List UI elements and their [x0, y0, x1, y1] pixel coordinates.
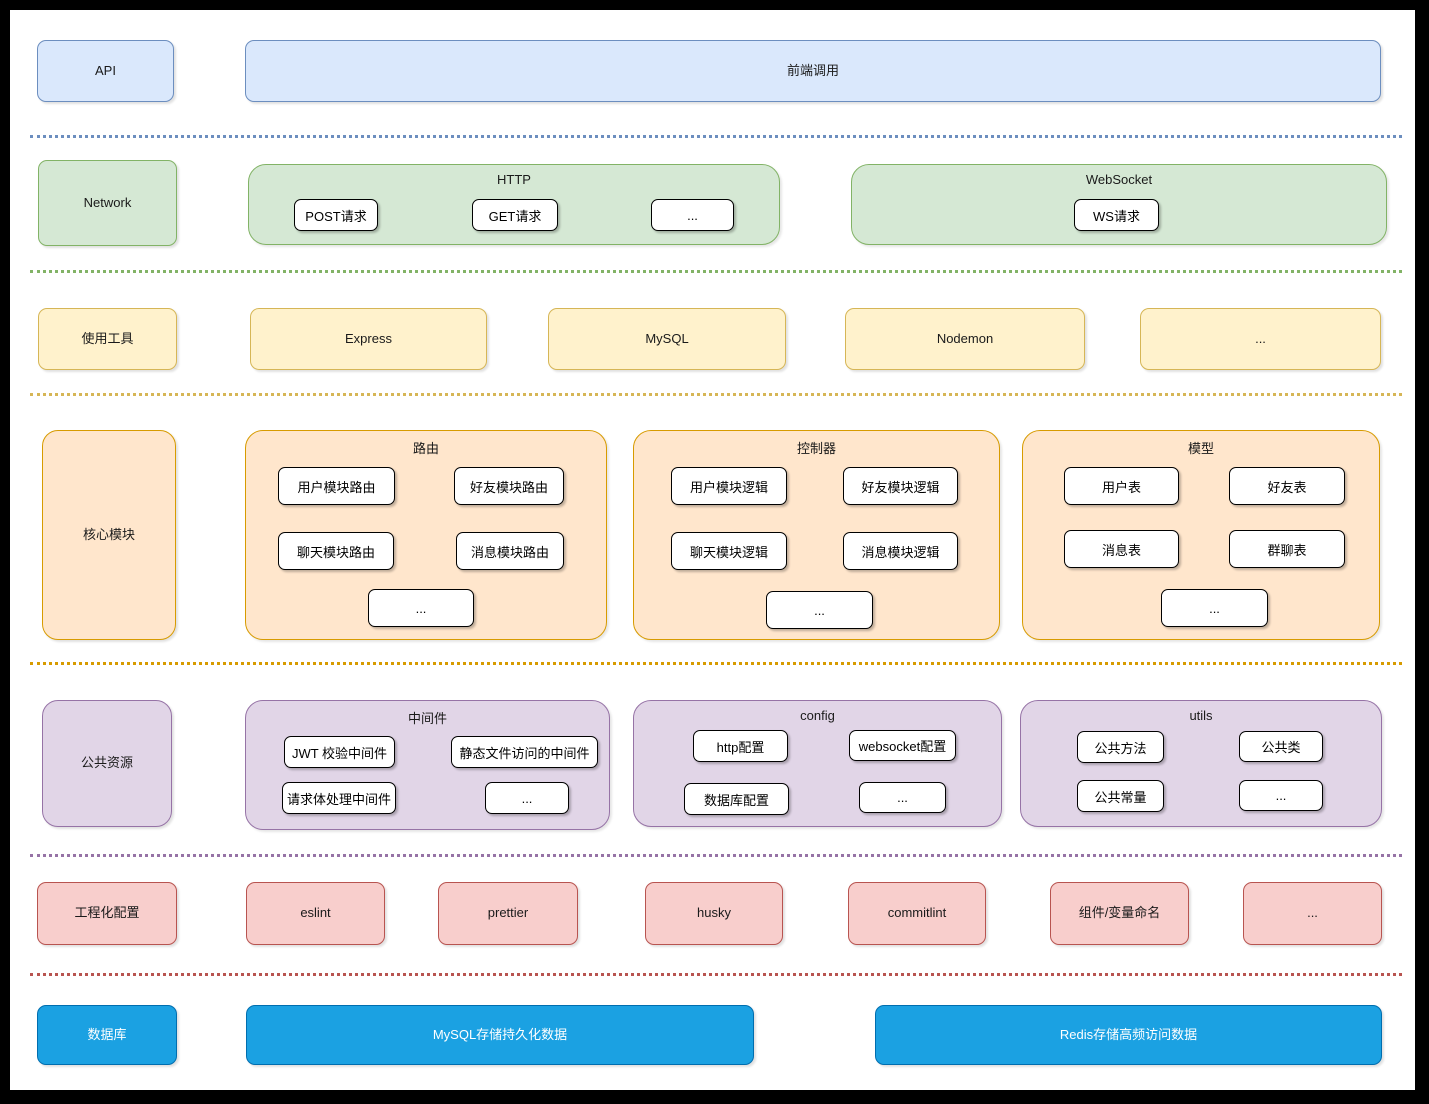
node-network: Network: [38, 160, 177, 246]
chip-user-route: 用户模块路由: [278, 467, 395, 505]
group-utils: utils 公共方法 公共类 公共常量 ...: [1020, 700, 1382, 827]
node-naming: 组件/变量命名: [1050, 882, 1189, 945]
group-routes-title: 路由: [412, 441, 439, 456]
node-api: API: [37, 40, 174, 102]
chip-chat-route: 聊天模块路由: [278, 532, 394, 570]
chip-get-request: GET请求: [472, 199, 558, 231]
group-websocket-title: WebSocket: [1085, 172, 1153, 187]
chip-models-more: ...: [1161, 589, 1268, 627]
group-middleware-title: 中间件: [407, 711, 447, 726]
chip-friend-logic: 好友模块逻辑: [843, 467, 958, 505]
group-utils-title: utils: [1189, 708, 1213, 723]
node-prettier: prettier: [438, 882, 578, 945]
chip-message-table: 消息表: [1064, 530, 1179, 568]
chip-user-table: 用户表: [1064, 467, 1179, 505]
node-redis-storage: Redis存储高频访问数据: [875, 1005, 1382, 1065]
chip-message-logic: 消息模块逻辑: [843, 532, 958, 570]
chip-common-constants: 公共常量: [1077, 780, 1164, 812]
group-controllers-title: 控制器: [796, 441, 836, 456]
separator-tools-core: [30, 393, 1402, 396]
chip-user-logic: 用户模块逻辑: [671, 467, 787, 505]
node-eslint: eslint: [246, 882, 385, 945]
node-husky: husky: [645, 882, 783, 945]
group-models-title: 模型: [1187, 441, 1214, 456]
chip-friend-table: 好友表: [1229, 467, 1345, 505]
group-middleware: 中间件 JWT 校验中间件 静态文件访问的中间件 请求体处理中间件 ...: [245, 700, 610, 830]
chip-post-request: POST请求: [294, 199, 378, 231]
group-config-title: config: [800, 708, 835, 723]
chip-friend-route: 好友模块路由: [454, 467, 564, 505]
separator-engineering-database: [30, 973, 1402, 976]
chip-chat-logic: 聊天模块逻辑: [671, 532, 787, 570]
node-engineering-more: ...: [1243, 882, 1382, 945]
chip-static-middleware: 静态文件访问的中间件: [451, 736, 598, 768]
chip-websocket-config: websocket配置: [849, 730, 956, 761]
separator-core-shared: [30, 662, 1402, 665]
chip-ws-request: WS请求: [1074, 199, 1159, 231]
node-database-label: 数据库: [37, 1005, 177, 1065]
group-controllers: 控制器 用户模块逻辑 好友模块逻辑 聊天模块逻辑 消息模块逻辑 ...: [633, 430, 1000, 640]
chip-message-route: 消息模块路由: [456, 532, 564, 570]
chip-jwt-middleware: JWT 校验中间件: [284, 736, 395, 768]
node-mysql-storage: MySQL存储持久化数据: [246, 1005, 754, 1065]
node-engineering-label: 工程化配置: [37, 882, 177, 945]
node-commitlint: commitlint: [848, 882, 986, 945]
group-models: 模型 用户表 好友表 消息表 群聊表 ...: [1022, 430, 1380, 640]
node-tools-label: 使用工具: [38, 308, 177, 370]
group-routes: 路由 用户模块路由 好友模块路由 聊天模块路由 消息模块路由 ...: [245, 430, 607, 640]
chip-routes-more: ...: [368, 589, 474, 627]
node-tool-mysql: MySQL: [548, 308, 786, 370]
node-tool-more: ...: [1140, 308, 1381, 370]
chip-database-config: 数据库配置: [684, 783, 789, 815]
chip-http-more: ...: [651, 199, 734, 231]
separator-network-tools: [30, 270, 1402, 273]
chip-common-classes: 公共类: [1239, 731, 1323, 762]
chip-controllers-more: ...: [766, 591, 873, 629]
chip-utils-more: ...: [1239, 780, 1323, 811]
chip-http-config: http配置: [693, 730, 788, 762]
chip-common-methods: 公共方法: [1077, 731, 1164, 763]
chip-body-middleware: 请求体处理中间件: [282, 782, 396, 814]
chip-config-more: ...: [859, 782, 946, 813]
node-tool-nodemon: Nodemon: [845, 308, 1085, 370]
group-http-title: HTTP: [497, 172, 531, 187]
chip-middleware-more: ...: [485, 782, 569, 814]
node-tool-express: Express: [250, 308, 487, 370]
node-shared-label: 公共资源: [42, 700, 172, 827]
separator-api-network: [30, 135, 1402, 138]
node-frontend-call: 前端调用: [245, 40, 1381, 102]
node-core-label: 核心模块: [42, 430, 176, 640]
group-config: config http配置 websocket配置 数据库配置 ...: [633, 700, 1002, 827]
separator-shared-engineering: [30, 854, 1402, 857]
group-http: HTTP POST请求 GET请求 ...: [248, 164, 780, 245]
chip-groupchat-table: 群聊表: [1229, 530, 1345, 568]
group-websocket: WebSocket WS请求: [851, 164, 1387, 245]
